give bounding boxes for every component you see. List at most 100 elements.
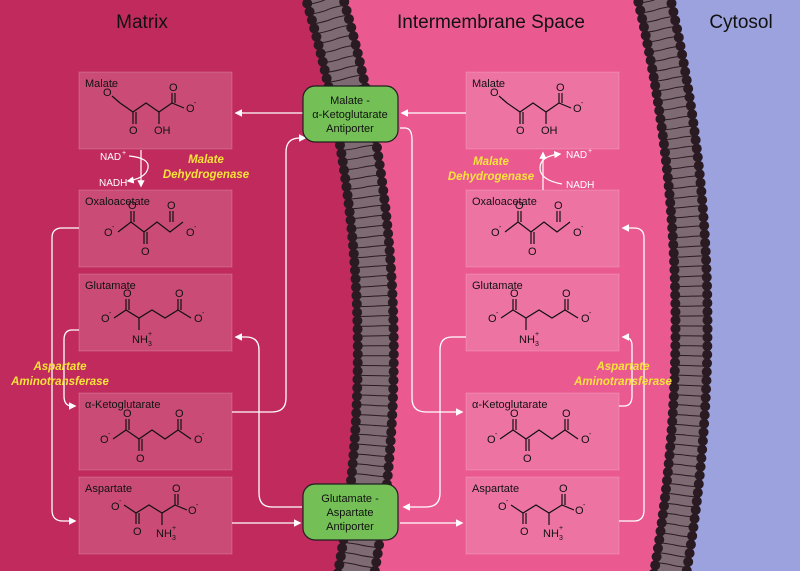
lipid-head (689, 513, 700, 524)
lipid-head (696, 186, 707, 197)
lipid-head (351, 391, 362, 402)
lipid-head (317, 56, 328, 67)
lipid-tail (312, 5, 343, 15)
lipid-head (663, 458, 674, 469)
lipid-head (377, 176, 388, 187)
lipid-tail (643, 6, 670, 14)
lipid-head (688, 522, 699, 533)
lipid-tail (657, 562, 685, 568)
lipid-head (700, 392, 711, 403)
charge: - (506, 498, 509, 505)
lipid-head (354, 56, 365, 67)
lipid-tail (345, 154, 376, 161)
atom-o: O (169, 82, 178, 94)
atom-o: O (490, 87, 499, 99)
lipid-head (655, 526, 666, 537)
lipid-head (347, 231, 358, 242)
atom-o: O (562, 408, 571, 420)
lipid-tail (675, 404, 703, 407)
lipid-tail (677, 285, 705, 288)
lipid-head (650, 560, 661, 571)
lipid-head (692, 487, 703, 498)
lipid-head (685, 539, 696, 550)
charge: - (589, 431, 592, 438)
lipid-head (697, 194, 708, 205)
lipid-head (669, 382, 680, 393)
lipid-head (371, 557, 382, 568)
lipid-head (635, 5, 646, 16)
lipid-head (351, 282, 362, 293)
lipid-head (350, 416, 361, 427)
lipid-tail (651, 45, 679, 53)
molecule-box-ketoglutarate-ims: α-Ketoglutarate O O O O - O - (465, 392, 620, 471)
lipid-head (352, 382, 363, 393)
subscript: 3 (172, 535, 176, 542)
lipid-tail (668, 155, 696, 160)
lipid-head (337, 542, 348, 553)
lipid-head (352, 332, 363, 343)
lipid-head (388, 314, 399, 325)
lipid-head (633, 0, 644, 8)
lipid-head (702, 349, 713, 360)
lipid-head (669, 273, 680, 284)
enzyme-malate-dehydrogenase-matrix: Malate Dehydrogenase (163, 154, 250, 181)
membrane-tail-region (306, 0, 394, 571)
lipid-head (683, 83, 694, 94)
atom-o: O (100, 434, 109, 446)
lipid-tail (351, 204, 383, 210)
lipid-head (691, 143, 702, 154)
lipid-head (697, 435, 708, 446)
lipid-head (702, 289, 713, 300)
charge: - (108, 431, 111, 438)
lipid-head (302, 0, 313, 9)
lipid-head (648, 72, 659, 83)
lipid-head (347, 458, 358, 469)
enzyme-label-line: Aspartate (595, 361, 650, 373)
atom-o: O (491, 227, 500, 239)
lipid-head (348, 240, 359, 251)
lipid-head (352, 340, 363, 351)
lipid-tail (658, 85, 686, 92)
atom-o: O (172, 483, 181, 495)
lipid-head (668, 248, 679, 259)
malate-dh-matrix-reaction (126, 150, 149, 188)
lipid-head (340, 173, 351, 184)
molecule-name: Aspartate (472, 483, 519, 495)
lipid-head (304, 6, 315, 17)
atom-o: O (562, 288, 571, 300)
lipid-head (658, 139, 669, 150)
arrow-ast-aspartate-ims (619, 224, 645, 522)
lipid-head (664, 450, 675, 461)
lipid-head (313, 40, 324, 51)
lipid-tail (671, 185, 699, 190)
lipid-head (382, 219, 393, 230)
lipid-head (702, 306, 713, 317)
enzyme-label-line: Malate (473, 156, 509, 168)
enzyme-aspartate-aminotransferase-ims: Aspartate Aminotransferase (573, 361, 672, 388)
lipid-tail (665, 512, 693, 518)
lipid-head (371, 142, 382, 153)
lipid-head (386, 280, 397, 291)
atom-o: O (141, 246, 150, 258)
lipid-tail (356, 453, 387, 458)
lipid-head (667, 416, 678, 427)
lipid-head (701, 366, 712, 377)
lipid-tail (674, 225, 702, 229)
charge: + (535, 331, 539, 338)
atom-o: O (554, 200, 563, 212)
lipid-head (349, 433, 360, 444)
atom-o: O (581, 313, 590, 325)
lipid-head (387, 401, 398, 412)
lipid-tail (655, 65, 682, 72)
lipid-head (670, 332, 681, 343)
lipid-head (345, 215, 356, 226)
lipid-head (695, 177, 706, 188)
lipid-head (702, 332, 713, 343)
lipid-head (346, 466, 357, 477)
lipid-head (701, 375, 712, 386)
charge: - (119, 498, 122, 505)
lipid-head (350, 265, 361, 276)
lipid-head (351, 399, 362, 410)
lipid-head (385, 254, 396, 265)
lipid-head (699, 229, 710, 240)
